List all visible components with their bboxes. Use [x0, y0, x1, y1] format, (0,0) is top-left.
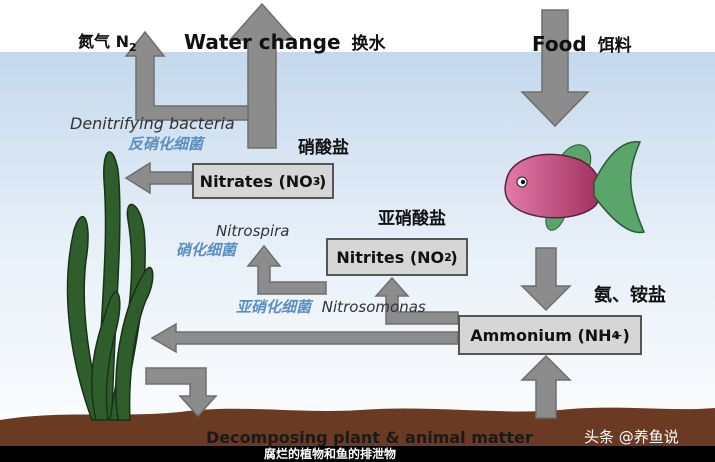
arrow-ammonium-to-nitrites: [374, 276, 459, 325]
ammonium-close: ): [622, 325, 630, 345]
n2-label-cn: 氮气: [78, 32, 111, 51]
nitrates-cn: 硝酸盐: [298, 138, 349, 158]
nitrites-cn: 亚硝酸盐: [378, 209, 446, 229]
arrow-plant-to-soil: [145, 367, 218, 418]
food-en: Food: [532, 32, 587, 56]
denitrifying-en: Denitrifying bacteria: [70, 114, 235, 133]
n2-subscript: 2: [128, 41, 137, 55]
water-change-cn: 换水: [351, 34, 386, 54]
watermark: 头条 @养鱼说: [584, 428, 679, 446]
fish-illustration: [504, 141, 646, 234]
arrows: [124, 2, 590, 419]
nitrites-close: ): [450, 247, 458, 267]
nitrosomonas-en: Nitrosomonas: [321, 298, 426, 316]
decomposing-cn: 腐烂的植物和鱼的排泄物: [264, 447, 397, 461]
ammonium-sub: 4: [611, 328, 620, 342]
nitrosomonas-label: 亚硝化细菌 Nitrosomonas: [236, 300, 426, 315]
arrow-to-n2: [124, 30, 249, 121]
water-change-en: Water change: [184, 30, 341, 54]
food-label: Food 饵料: [532, 34, 632, 55]
decomposing-en: Decomposing plant & animal matter: [206, 428, 533, 447]
arrow-decomposing-to-ammonium: [520, 354, 572, 419]
ammonium-box-label: Ammonium (NH: [470, 325, 612, 345]
denitrifying-cn: 反硝化细菌: [128, 135, 204, 153]
ammonium-cn: 氨、铵盐: [594, 285, 666, 306]
aquatic-plant: [66, 151, 154, 421]
nitrospira-cn: 硝化细菌: [176, 241, 237, 259]
bottom-strip: [0, 446, 715, 462]
arrow-water-change: [228, 2, 296, 149]
arrow-fish-to-ammonium: [520, 247, 572, 312]
nitrites-sup: -: [445, 250, 451, 264]
nitrates-sup: -: [314, 174, 320, 188]
nitrospira-en: Nitrospira: [216, 222, 290, 240]
nitrates-box-label: Nitrates (NO: [199, 171, 313, 191]
arrow-ammonium-to-plant: [150, 322, 459, 354]
arrow-nitrates-to-denitrify: [124, 161, 193, 195]
n2-formula: N: [115, 32, 129, 51]
nitrosomonas-cn: 亚硝化细菌: [236, 298, 312, 316]
n2-label: 氮气 N2: [78, 32, 137, 55]
arrow-food: [520, 9, 590, 128]
nitrates-close: ): [319, 171, 327, 191]
water-change-label: Water change 换水: [184, 32, 385, 53]
food-cn: 饵料: [597, 36, 632, 56]
ammonium-sup: +: [613, 328, 623, 342]
nitrites-box-label: Nitrites (NO: [336, 247, 445, 267]
nitrites-sub: 2: [444, 250, 452, 264]
nitrates-sub: 3: [312, 174, 321, 188]
arrow-nitrites-to-nitrates: [246, 244, 327, 295]
